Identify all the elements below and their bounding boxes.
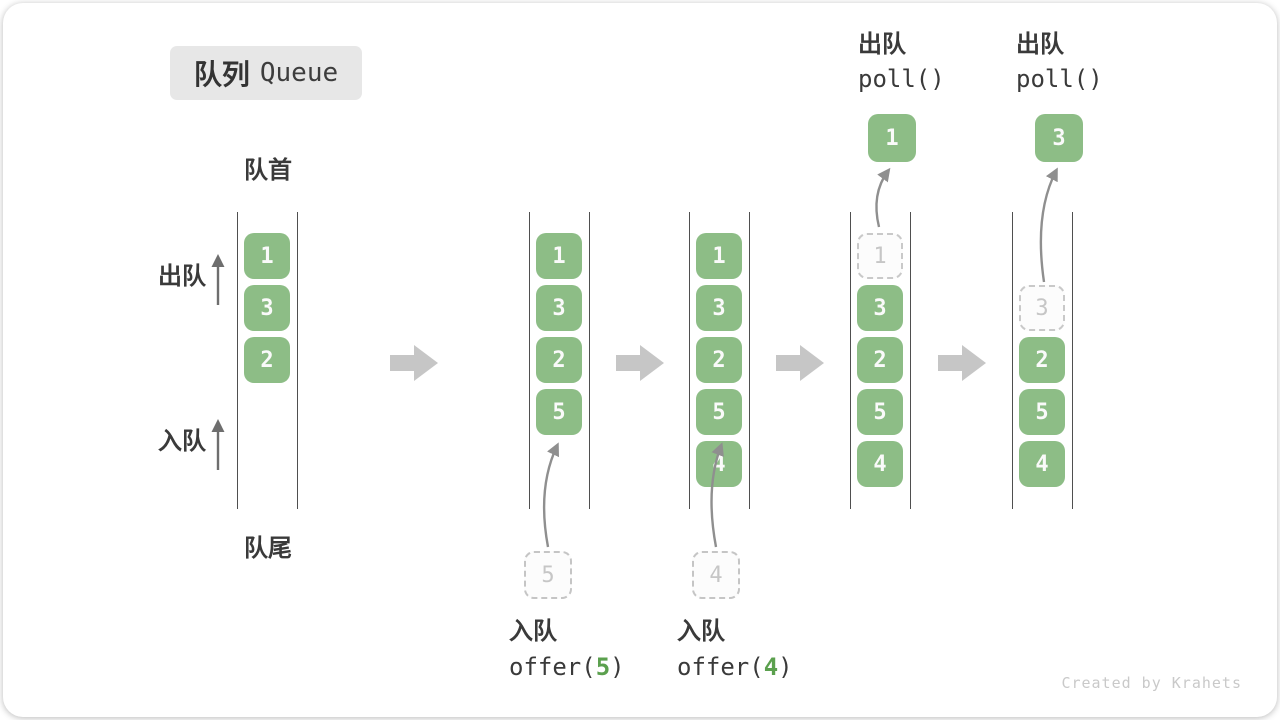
label-enqueue-op-2: 入队 (677, 617, 725, 645)
code-poll-1: poll() (858, 65, 945, 93)
queue-cell-dashed: 3 (1019, 285, 1065, 331)
label-enqueue-side: 入队 (158, 427, 206, 455)
pending-value-box: 5 (524, 551, 572, 599)
queue-cell: 2 (696, 337, 742, 383)
queue-cell: 2 (1019, 337, 1065, 383)
popped-value-box: 1 (868, 114, 916, 162)
queue-state-2: 1 3 2 5 (529, 212, 590, 509)
title-en: Queue (259, 58, 339, 88)
code-offer-2-post: ) (778, 653, 793, 681)
queue-cell: 1 (536, 233, 582, 279)
code-poll-2: poll() (1016, 65, 1103, 93)
queue-state-1: 1 3 2 (237, 212, 298, 509)
queue-cell: 5 (696, 389, 742, 435)
queue-cell: 4 (696, 441, 742, 487)
queue-cell: 5 (857, 389, 903, 435)
code-offer-1: offer(5) (509, 652, 625, 682)
label-queue-front: 队首 (244, 156, 292, 184)
queue-state-4: 1 3 2 5 4 (850, 212, 911, 509)
queue-cell: 2 (857, 337, 903, 383)
code-offer-1-post: ) (610, 653, 625, 681)
queue-cell: 2 (244, 337, 290, 383)
title-badge: 队列 Queue (170, 46, 362, 100)
queue-cell: 3 (536, 285, 582, 331)
code-offer-1-arg: 5 (595, 653, 611, 681)
queue-cell: 1 (244, 233, 290, 279)
queue-cell: 4 (857, 441, 903, 487)
queue-cell: 2 (536, 337, 582, 383)
queue-cell: 5 (536, 389, 582, 435)
title-zh: 队列 (193, 58, 250, 91)
queue-cell: 5 (1019, 389, 1065, 435)
queue-state-5: 3 2 5 4 (1012, 212, 1073, 509)
pending-value-box: 4 (692, 551, 740, 599)
queue-state-3: 1 3 2 5 4 (689, 212, 750, 509)
queue-cell: 1 (696, 233, 742, 279)
queue-cell: 3 (244, 285, 290, 331)
code-offer-1-pre: offer( (509, 653, 596, 681)
queue-cell: 4 (1019, 441, 1065, 487)
queue-cell: 3 (696, 285, 742, 331)
diagram-card (3, 3, 1277, 717)
queue-cell-dashed: 1 (857, 233, 903, 279)
queue-cell: 3 (857, 285, 903, 331)
label-dequeue-op-2: 出队 (1016, 30, 1064, 58)
code-offer-2: offer(4) (677, 652, 793, 682)
label-enqueue-op-1: 入队 (509, 617, 557, 645)
code-offer-2-pre: offer( (677, 653, 764, 681)
label-dequeue-side: 出队 (158, 262, 206, 290)
watermark: Created by Krahets (1061, 674, 1242, 692)
label-dequeue-op-1: 出队 (858, 30, 906, 58)
code-offer-2-arg: 4 (763, 653, 779, 681)
label-queue-rear: 队尾 (244, 534, 292, 562)
popped-value-box: 3 (1035, 114, 1083, 162)
